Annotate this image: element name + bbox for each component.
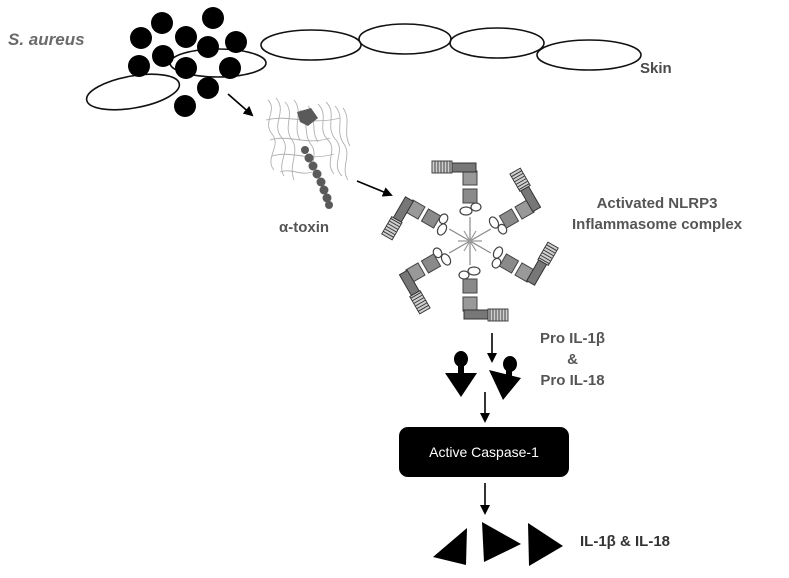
bacterium bbox=[197, 77, 219, 99]
alpha-toxin-structure-icon bbox=[265, 97, 351, 209]
toxin-label: α-toxin bbox=[279, 219, 330, 236]
arrow-bacteria-to-toxin bbox=[227, 93, 254, 117]
inflammasome-label-line1: Activated NLRP3 bbox=[596, 195, 718, 212]
skin-cell bbox=[358, 23, 452, 55]
bacteria-cluster bbox=[128, 7, 247, 117]
bacterium bbox=[225, 31, 247, 53]
skin-label: Skin bbox=[640, 60, 672, 77]
inflammasome-arm bbox=[431, 160, 482, 241]
nlrp3-inflammasome-icon bbox=[381, 160, 559, 322]
pro-cytokine-label-line2: & bbox=[567, 351, 578, 368]
bacterium bbox=[175, 57, 197, 79]
skin-cell bbox=[85, 73, 181, 111]
mature-cytokine-icon bbox=[482, 522, 521, 562]
skin-cell bbox=[449, 27, 545, 59]
bacterium bbox=[152, 45, 174, 67]
mature-cytokines bbox=[433, 522, 563, 566]
bacterium bbox=[128, 55, 150, 77]
inflammasome-label-line2: Inflammasome complex bbox=[572, 216, 743, 233]
skin-cell bbox=[536, 39, 642, 71]
bacterium bbox=[197, 36, 219, 58]
bacterium bbox=[151, 12, 173, 34]
organism-label: S. aureus bbox=[8, 30, 85, 49]
mature-cytokine-label: IL-1β & IL-18 bbox=[580, 533, 670, 550]
mature-cytokine-icon bbox=[528, 523, 563, 566]
skin-layer bbox=[85, 23, 642, 111]
pro-cytokine-label-line3: Pro IL-18 bbox=[540, 372, 605, 389]
bacterium bbox=[174, 95, 196, 117]
caspase-box: Active Caspase-1 bbox=[399, 427, 569, 477]
inflammasome-label: Activated NLRP3 Inflammasome complex bbox=[572, 193, 742, 235]
bacterium bbox=[202, 7, 224, 29]
bacterium bbox=[175, 26, 197, 48]
pro-cytokine-label-line1: Pro IL-1β bbox=[540, 330, 605, 347]
pro-cytokine-label: Pro IL-1β & Pro IL-18 bbox=[540, 328, 605, 391]
caspase-label: Active Caspase-1 bbox=[429, 444, 539, 460]
arrows bbox=[227, 93, 497, 515]
mature-cytokine-icon bbox=[433, 528, 467, 565]
pro-cytokine-icon bbox=[445, 351, 477, 397]
bacterium bbox=[219, 57, 241, 79]
pro-cytokine-icon bbox=[489, 356, 521, 400]
skin-cell bbox=[260, 29, 362, 61]
arrow-toxin-to-inflammasome bbox=[356, 180, 393, 197]
pro-cytokines bbox=[445, 351, 521, 400]
bacterium bbox=[130, 27, 152, 49]
